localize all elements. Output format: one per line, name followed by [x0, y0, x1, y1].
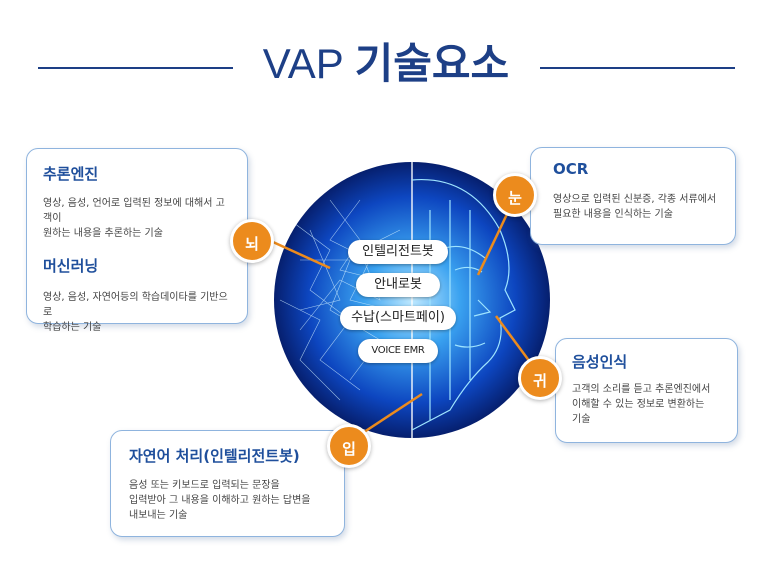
card-text-nlp-3: 내보내는 기술	[129, 510, 188, 521]
card-text-ocr-2: 필요한 내용을 인식하는 기술	[553, 209, 673, 220]
card-heading-speech: 음성인식	[572, 353, 628, 371]
card-brain: 추론엔진 영상, 음성, 언어로 입력된 정보에 대해서 고객이 원하는 내용을…	[26, 148, 248, 333]
pill-intelligent-bot[interactable]: 인텔리전트봇	[348, 240, 448, 264]
card-mouth: 자연어 처리(인텔리전트봇) 음성 또는 키보드로 입력되는 문장을 입력받아 …	[110, 430, 345, 537]
card-heading-nlp: 자연어 처리(인텔리전트봇)	[129, 447, 300, 465]
card-text-reasoning-2: 원하는 내용을 추론하는 기술	[43, 228, 163, 239]
connector-eye	[476, 211, 510, 276]
pill-guide-robot[interactable]: 안내로봇	[356, 273, 440, 297]
pill-voice-emr[interactable]: VOICE EMR	[358, 339, 438, 363]
card-text-nlp-1: 음성 또는 키보드로 입력되는 문장을	[129, 480, 280, 491]
title-prefix: VAP	[262, 40, 343, 87]
card-text-ml-2: 학습하는 기술	[43, 322, 102, 333]
badge-brain: 뇌	[230, 219, 274, 263]
card-text-speech-2: 이해할 수 있는 정보로 변환하는	[572, 399, 705, 410]
badge-eye: 눈	[493, 173, 537, 217]
connector-mouth	[354, 392, 423, 440]
badge-mouth: 입	[327, 424, 371, 468]
card-heading-reasoning: 추론엔진	[43, 165, 99, 183]
title-main: 기술요소	[354, 40, 510, 87]
card-text-ocr-1: 영상으로 입력된 신분증, 각종 서류에서	[553, 194, 717, 205]
card-text-ml-1: 영상, 음성, 자연어등의 학습데이타를 기반으로	[43, 292, 228, 318]
title-area: VAP 기술요소	[0, 30, 773, 87]
title-rule-right	[540, 67, 735, 69]
card-text-speech-1: 고객의 소리를 듣고 추론엔진에서	[572, 384, 711, 395]
card-heading-ml: 머신러닝	[43, 257, 99, 275]
card-text-reasoning-1: 영상, 음성, 언어로 입력된 정보에 대해서 고객이	[43, 198, 225, 224]
card-heading-ocr: OCR	[553, 160, 589, 178]
card-ocr: OCR 영상으로 입력된 신분증, 각종 서류에서 필요한 내용을 인식하는 기…	[530, 147, 736, 245]
card-text-speech-3: 기술	[572, 414, 591, 425]
title-rule-left	[38, 67, 233, 69]
pill-smart-pay[interactable]: 수납(스마트페이)	[340, 306, 456, 330]
page-title: VAP 기술요소	[236, 30, 536, 91]
badge-ear: 귀	[518, 356, 562, 400]
connector-ear	[494, 315, 532, 363]
card-speech: 음성인식 고객의 소리를 듣고 추론엔진에서 이해할 수 있는 정보로 변환하는…	[555, 338, 738, 443]
card-text-nlp-2: 입력받아 그 내용을 이해하고 원하는 답변을	[129, 495, 311, 506]
